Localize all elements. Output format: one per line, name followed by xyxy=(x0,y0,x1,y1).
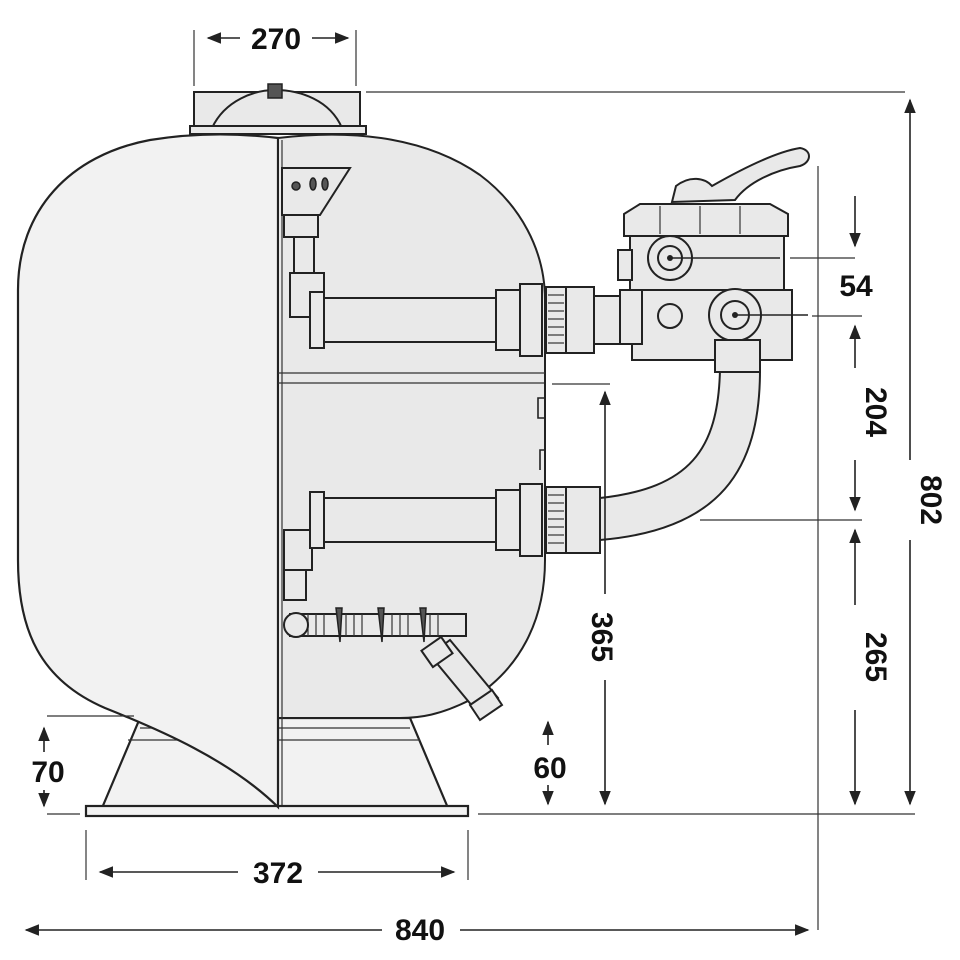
dim-overall-height: 802 xyxy=(914,475,947,525)
dim-valve-offset: 54 xyxy=(839,270,873,303)
dim-base-height: 70 xyxy=(31,756,64,789)
bent-hose xyxy=(599,369,762,542)
tank-vessel xyxy=(16,133,280,810)
tank-cutaway xyxy=(277,133,546,719)
dim-overall-width: 840 xyxy=(395,914,445,947)
dim-port-spacing: 204 xyxy=(859,387,892,437)
extension-lines xyxy=(47,30,915,930)
upper-pipe xyxy=(309,283,623,357)
dim-top-width: 270 xyxy=(251,23,301,56)
dim-base-width: 372 xyxy=(253,857,303,890)
lower-pipe xyxy=(309,483,601,557)
valve-handle xyxy=(670,146,810,204)
filter-tank xyxy=(16,83,546,818)
multiport-valve xyxy=(617,146,810,373)
dim-lower-port-height: 265 xyxy=(859,632,892,682)
dimension-labels: 270 54 204 802 265 365 60 70 372 840 xyxy=(31,23,947,947)
drain-valve xyxy=(420,635,504,722)
dim-drain-height: 60 xyxy=(533,752,566,785)
dim-inner-height: 365 xyxy=(585,612,618,662)
dimension-lines xyxy=(24,32,916,936)
